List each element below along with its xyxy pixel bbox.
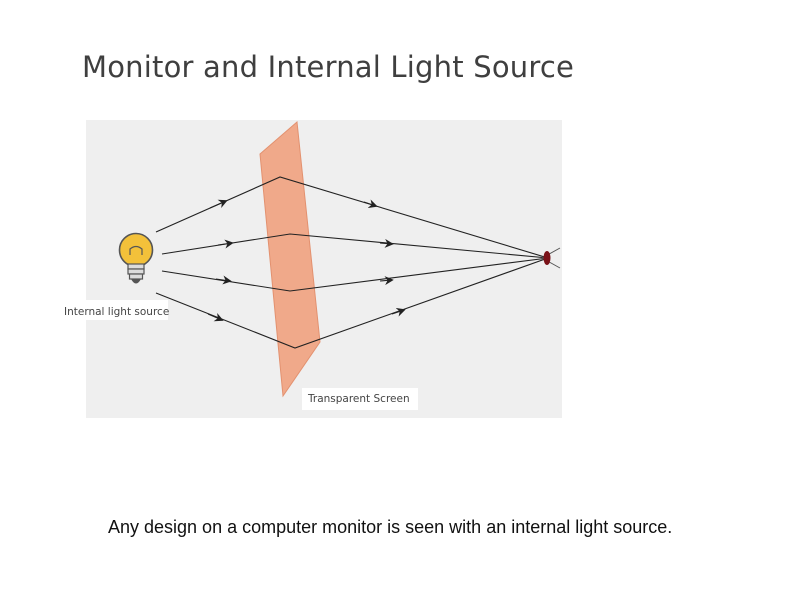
eye-icon <box>541 247 561 269</box>
transparent-screen <box>259 120 321 398</box>
ray-3-arrow-in <box>215 275 232 285</box>
ray-4-arrow-out <box>391 308 406 317</box>
diagram-background <box>86 120 562 418</box>
ray-arrows <box>207 199 406 322</box>
ray-2 <box>161 233 549 259</box>
ray-1-arrow-out <box>363 199 378 208</box>
slide-title: Monitor and Internal Light Source <box>82 50 575 84</box>
ray-4-arrow-in <box>207 313 224 322</box>
screen-label: Transparent Screen <box>307 393 410 405</box>
light-bulb-icon <box>118 232 154 284</box>
slide-caption: Any design on a computer monitor is seen… <box>108 517 673 537</box>
ray-2-arrow-out <box>379 238 394 248</box>
ray-4 <box>155 257 549 349</box>
source-label-background <box>60 300 168 320</box>
ray-1 <box>155 176 549 259</box>
source-label: Internal light source <box>64 306 169 318</box>
ray-3 <box>161 257 549 292</box>
screen-label-background <box>302 388 418 410</box>
light-rays <box>155 176 549 349</box>
ray-2-arrow-in <box>217 239 234 249</box>
ray-1-arrow-in <box>209 199 228 209</box>
ray-3-arrow-out <box>379 276 394 286</box>
